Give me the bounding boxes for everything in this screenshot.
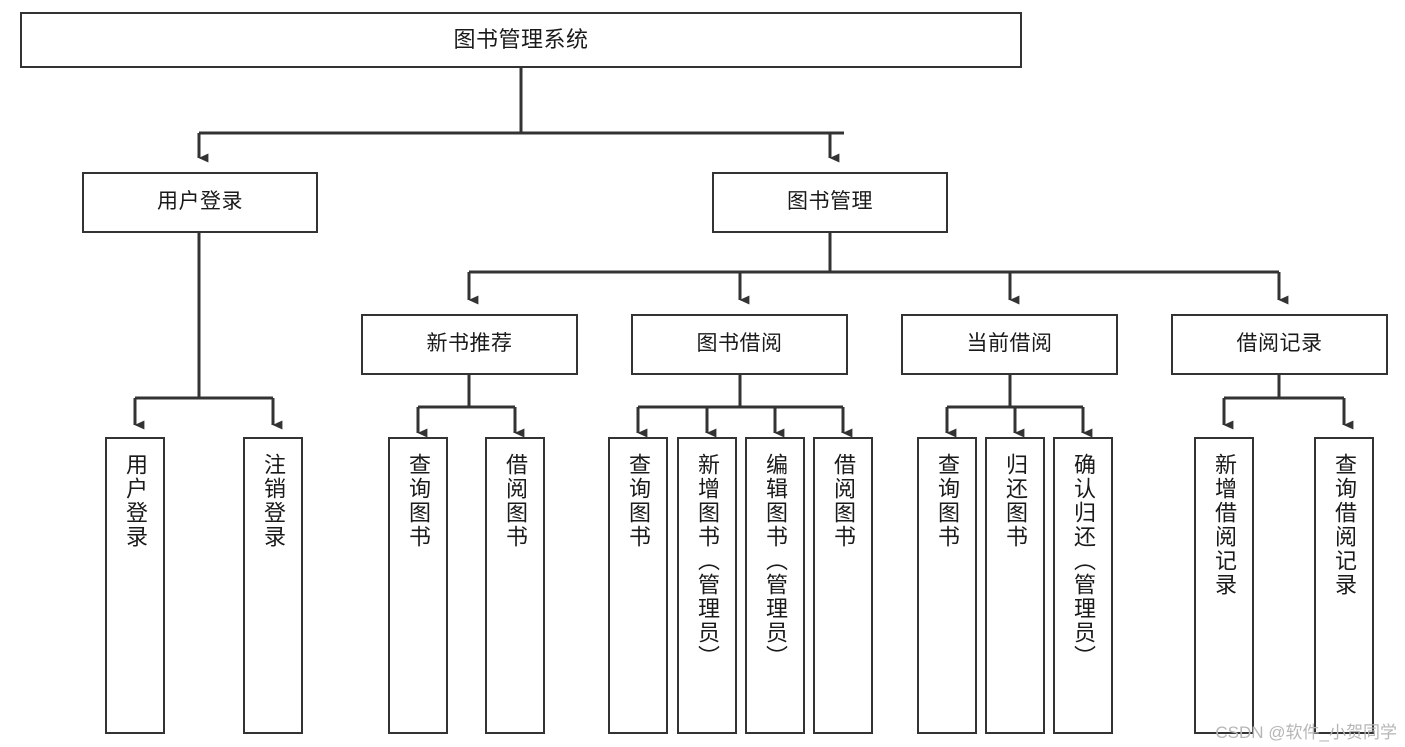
leaf-record-query-label: 查询借阅记录 <box>1332 453 1357 597</box>
csdn-watermark: CSDN @软件_小贺同学 <box>1215 723 1397 742</box>
node-borrow-record-label: 借阅记录 <box>1236 332 1323 356</box>
leaf-new-book-borrow-label: 借阅图书 <box>503 453 528 549</box>
leaf-record-add[interactable]: 新增借阅记录 <box>1194 437 1254 734</box>
leaf-user-login-signin-label: 用户登录 <box>123 453 148 549</box>
leaf-new-book-query-label: 查询图书 <box>406 453 431 549</box>
leaf-current-confirm-return-label: 确认归还（管理员） <box>1071 453 1096 669</box>
node-root-system[interactable]: 图书管理系统 <box>20 12 1022 68</box>
node-book-borrow[interactable]: 图书借阅 <box>631 314 848 375</box>
node-user-login-label: 用户登录 <box>157 190 243 214</box>
node-new-book-recommend-label: 新书推荐 <box>426 332 513 356</box>
leaf-user-login-signout[interactable]: 注销登录 <box>243 437 303 734</box>
leaf-current-return-book-label: 归还图书 <box>1003 453 1028 549</box>
node-current-borrow[interactable]: 当前借阅 <box>901 314 1118 375</box>
leaf-new-book-borrow[interactable]: 借阅图书 <box>485 437 545 734</box>
node-book-manage[interactable]: 图书管理 <box>712 172 948 233</box>
leaf-borrow-borrow-book[interactable]: 借阅图书 <box>813 437 873 734</box>
node-current-borrow-label: 当前借阅 <box>966 332 1053 356</box>
node-root-system-label: 图书管理系统 <box>453 27 589 53</box>
node-book-borrow-label: 图书借阅 <box>696 332 783 356</box>
connector-lines <box>133 68 1354 438</box>
leaf-user-login-signin[interactable]: 用户登录 <box>105 437 165 734</box>
leaf-borrow-add-book[interactable]: 新增图书（管理员） <box>677 437 737 734</box>
leaf-record-query[interactable]: 查询借阅记录 <box>1314 437 1374 734</box>
leaf-borrow-edit-book-label: 编辑图书（管理员） <box>763 453 788 669</box>
node-borrow-record[interactable]: 借阅记录 <box>1171 314 1388 375</box>
leaf-borrow-query-book[interactable]: 查询图书 <box>608 437 668 734</box>
leaf-borrow-add-book-label: 新增图书（管理员） <box>695 453 720 669</box>
leaf-new-book-query[interactable]: 查询图书 <box>388 437 448 734</box>
leaf-record-add-label: 新增借阅记录 <box>1212 453 1237 597</box>
leaf-current-confirm-return[interactable]: 确认归还（管理员） <box>1053 437 1113 734</box>
leaf-current-query-book[interactable]: 查询图书 <box>917 437 977 734</box>
leaf-current-query-book-label: 查询图书 <box>935 453 960 549</box>
leaf-current-return-book[interactable]: 归还图书 <box>985 437 1045 734</box>
node-book-manage-label: 图书管理 <box>787 190 873 214</box>
leaf-borrow-edit-book[interactable]: 编辑图书（管理员） <box>745 437 805 734</box>
leaf-borrow-query-book-label: 查询图书 <box>626 453 651 549</box>
node-user-login[interactable]: 用户登录 <box>82 172 318 233</box>
leaf-borrow-borrow-book-label: 借阅图书 <box>831 453 856 549</box>
leaf-user-login-signout-label: 注销登录 <box>261 453 286 549</box>
node-new-book-recommend[interactable]: 新书推荐 <box>361 314 578 375</box>
